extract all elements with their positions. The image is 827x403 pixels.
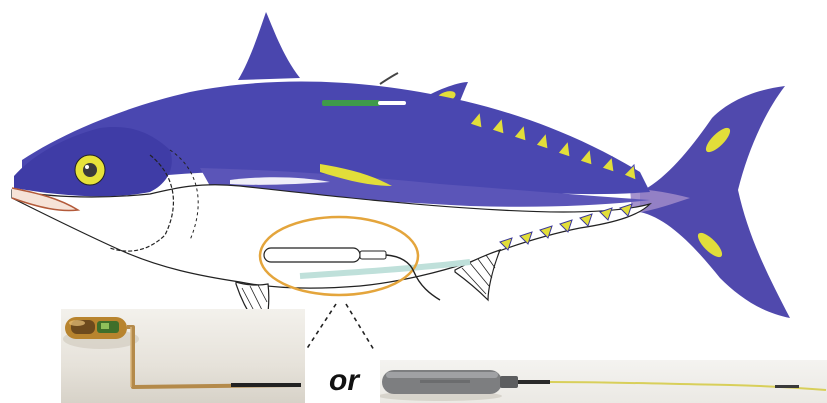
white-stripe: [378, 101, 406, 105]
pointer-right: [346, 304, 374, 350]
implanted-tag-cap: [360, 251, 386, 259]
tag-bent-stalk: [127, 327, 299, 387]
tag-photo-bent-antenna-drawing: [61, 309, 305, 403]
dorsal-antenna: [380, 73, 398, 84]
pointer-left: [306, 304, 336, 350]
dorsal-fin: [238, 12, 300, 80]
tag-photo-straight-stalk-drawing: [380, 360, 827, 403]
eye-inner: [83, 163, 97, 177]
tag-photo-straight-stalk: [380, 360, 827, 403]
pointer-arrows: [306, 304, 374, 350]
implanted-tag-outline: [264, 248, 360, 262]
tag-photo-bent-antenna: [61, 309, 305, 403]
eye-highlight: [85, 165, 89, 169]
or-connector-label: or: [316, 366, 372, 396]
tuna-illustration: [12, 12, 790, 334]
green-stripe: [322, 100, 380, 106]
